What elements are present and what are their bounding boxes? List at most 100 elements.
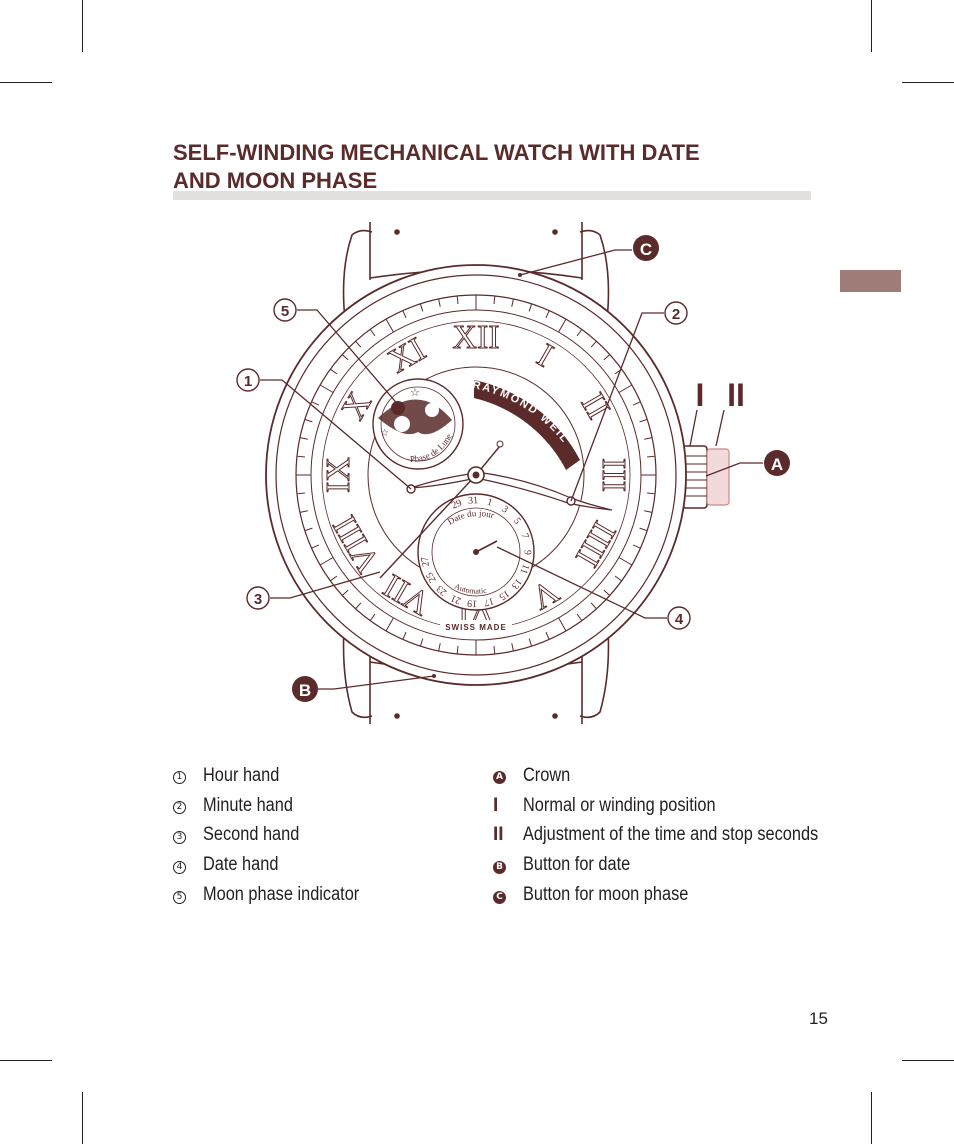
minute-tick	[558, 617, 567, 632]
minute-tick	[528, 303, 533, 312]
minute-tick	[438, 643, 441, 652]
minute-tick	[296, 455, 305, 458]
numeral: III	[595, 458, 632, 492]
minute-hand-shape	[475, 471, 613, 511]
legend-marker: 1	[173, 767, 203, 785]
svg-text:☆: ☆	[380, 428, 389, 439]
date-number: 7	[519, 532, 531, 540]
numeral: IX	[320, 457, 357, 493]
date-number: 1	[486, 497, 494, 509]
second-hand-shape	[379, 474, 477, 579]
crop-mark	[902, 1060, 954, 1061]
svg-text:☆: ☆	[410, 386, 420, 399]
date-number: 11	[518, 563, 532, 576]
date-number: 5	[511, 516, 523, 527]
minute-tick	[618, 384, 633, 393]
minute-tick	[419, 638, 424, 647]
callouts: 1 2 3 4 5 A B C I II	[236, 235, 790, 702]
minute-tick	[618, 557, 633, 566]
minute-tick	[299, 510, 308, 513]
minute-tick	[319, 557, 334, 566]
minute-tick	[639, 418, 648, 423]
date-number: 21	[449, 592, 463, 606]
leader-lines	[260, 249, 763, 690]
minute-tick	[402, 310, 407, 319]
legend-marker: 2	[173, 797, 203, 815]
legend-text: Adjustment of the time and stop seconds	[523, 824, 819, 846]
minute-tick	[341, 354, 349, 361]
page-title: SELF-WINDING MECHANICAL WATCH WITH DATE …	[173, 139, 813, 195]
section-tab	[840, 270, 901, 292]
legend-text: Moon phase indicator	[203, 884, 360, 906]
minute-tick	[647, 492, 656, 495]
minute-tick	[341, 589, 349, 596]
minute-tick	[511, 298, 514, 307]
legend-text: Normal or winding position	[523, 794, 716, 816]
legend-marker: A	[493, 767, 523, 785]
minute-tick	[647, 455, 656, 458]
date-number: 29	[450, 498, 463, 512]
minute-tick	[385, 318, 394, 333]
callout-b: B	[292, 676, 318, 702]
minute-tick	[603, 354, 611, 361]
crown-position-1: I	[696, 377, 705, 413]
minute-tick	[590, 602, 597, 610]
minute-tick	[558, 318, 567, 333]
callout-1: 1	[236, 368, 260, 392]
date-number: 19	[467, 597, 478, 609]
minute-tick	[511, 643, 514, 652]
minute-tick	[402, 631, 407, 640]
legend-marker: B	[493, 857, 523, 874]
minute-tick	[576, 613, 583, 621]
legend-text: Date hand	[203, 854, 279, 876]
legend-text: Button for moon phase	[523, 884, 689, 906]
minute-tick	[330, 368, 338, 375]
legend-text: Crown	[523, 764, 571, 786]
svg-text:5: 5	[281, 303, 289, 320]
minute-tick	[603, 589, 611, 596]
minute-tick	[296, 492, 305, 495]
minute-tick	[576, 329, 583, 337]
minute-tick	[419, 303, 424, 312]
crop-mark	[871, 1092, 872, 1144]
minute-tick	[369, 329, 376, 337]
legend-marker: II	[493, 824, 504, 846]
minute-tick	[614, 575, 622, 582]
svg-text:3: 3	[254, 591, 262, 608]
crown-drawing	[682, 445, 730, 509]
date-number: 31	[468, 495, 479, 507]
callout-4: 4	[667, 606, 691, 630]
minute-tick	[456, 295, 459, 304]
page-number: 15	[809, 1009, 828, 1028]
minute-tick	[632, 401, 641, 406]
minute-tick	[639, 527, 648, 532]
svg-text:1: 1	[244, 373, 252, 390]
crop-mark	[871, 0, 872, 52]
title-line-2: AND MOON PHASE	[173, 168, 378, 193]
minute-tick	[528, 638, 533, 647]
minute-tick	[304, 418, 313, 423]
callout-3: 3	[246, 586, 270, 610]
moon-phase-subdial: ☆ ☆ Phase de Lune	[372, 378, 464, 470]
crop-mark	[82, 1092, 83, 1144]
svg-text:B: B	[299, 681, 311, 700]
date-number: 27	[419, 556, 432, 568]
swiss-made-text: SWISS MADE	[445, 623, 507, 632]
minute-tick	[311, 544, 320, 549]
date-number: 17	[483, 595, 495, 608]
date-number: 9	[522, 550, 533, 555]
crop-mark	[0, 1060, 52, 1061]
minute-tick	[438, 298, 441, 307]
minute-tick	[456, 646, 459, 655]
